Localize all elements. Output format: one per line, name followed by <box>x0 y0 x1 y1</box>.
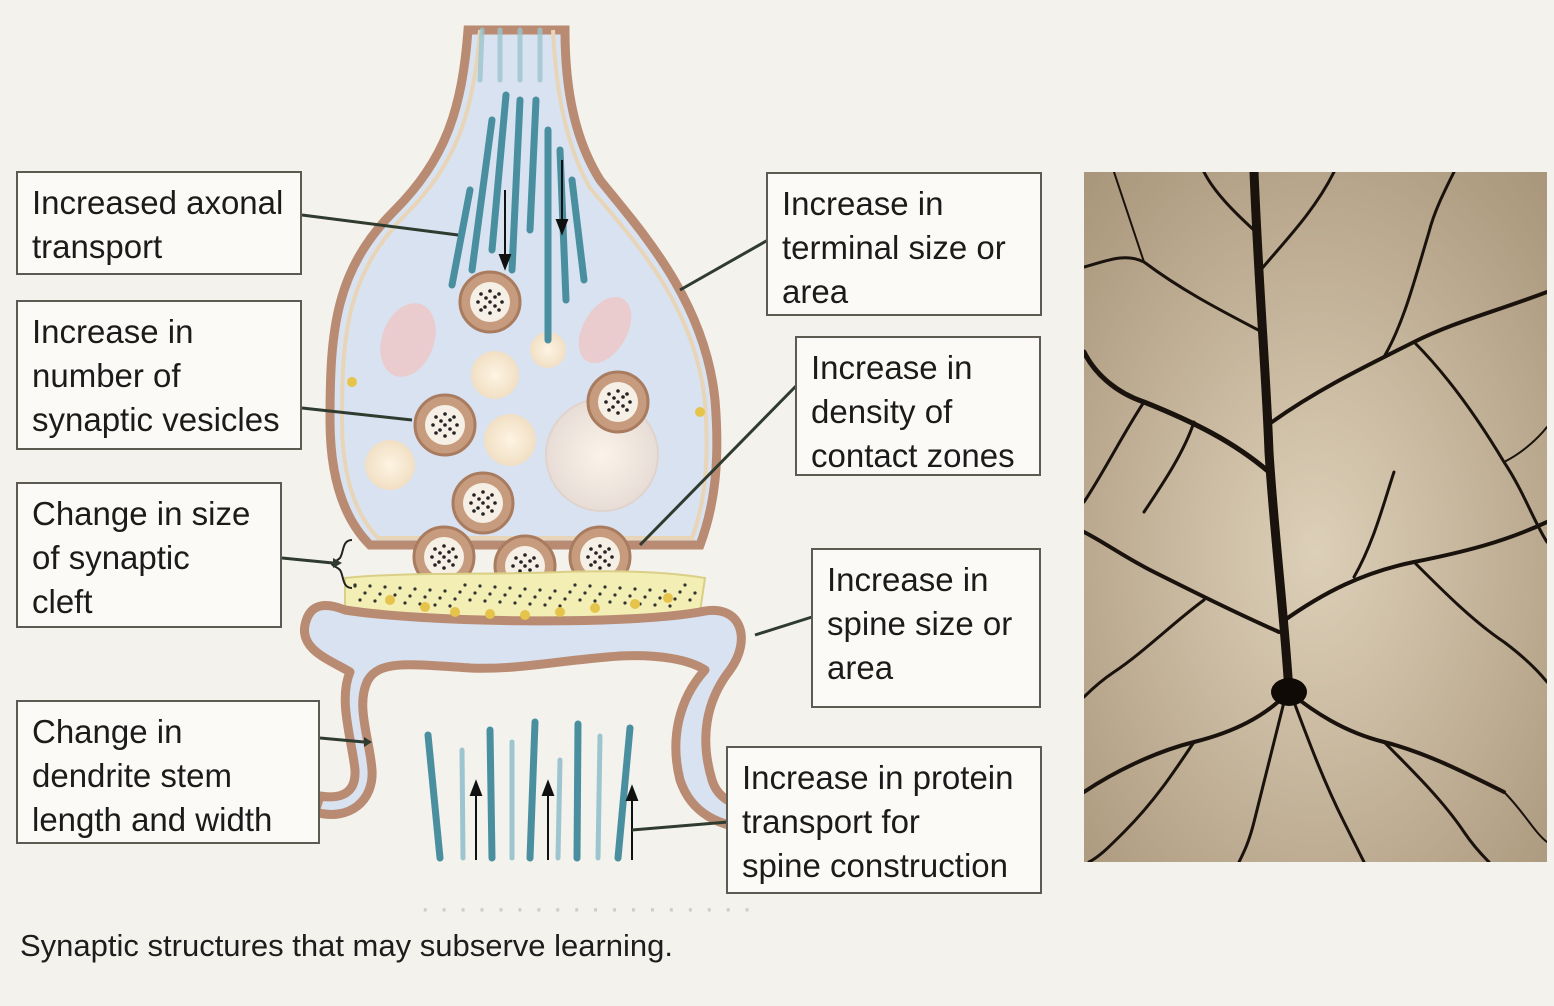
label-increased-axonal-transport: Increased axonal transport <box>16 171 302 275</box>
label-dendrite-stem: Change in dendrite stem length and width <box>16 700 320 844</box>
protein-transport-arrows <box>469 779 639 860</box>
membrane-contact-dots <box>347 377 705 417</box>
label-synaptic-vesicles: Increase in number of synaptic vesicles <box>16 300 302 450</box>
synaptic-vesicles <box>412 270 650 598</box>
neuron-soma <box>1271 678 1307 706</box>
axon-microtubules-light <box>477 27 543 83</box>
label-spine-size: Increase in spine size or area <box>811 548 1041 708</box>
figure-caption: Synaptic structures that may subserve le… <box>20 928 674 963</box>
label-contact-zones: Increase in density of contact zones <box>795 336 1041 476</box>
axonal-transport-arrows <box>498 160 569 271</box>
label-terminal-size: Increase in terminal size or area <box>766 172 1042 316</box>
postsynaptic-spine <box>300 601 775 835</box>
postsynaptic-density <box>385 593 673 620</box>
dendrite-microtubules <box>424 718 634 862</box>
neuron-drawing <box>1084 172 1547 862</box>
neuron-micrograph <box>1084 172 1547 862</box>
label-protein-transport: Increase in protein transport for spine … <box>726 746 1042 894</box>
label-synaptic-cleft: Change in size of synaptic cleft <box>16 482 282 628</box>
leader-lines <box>281 213 813 832</box>
cleft-particles <box>353 583 697 608</box>
